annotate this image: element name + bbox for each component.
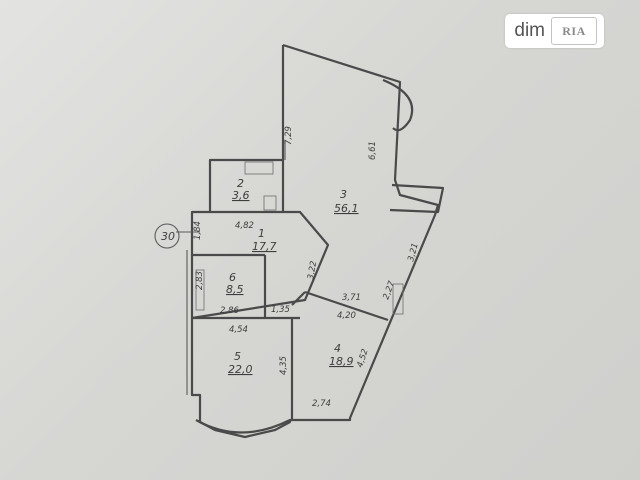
room-2-area: 3,6 <box>232 189 250 202</box>
fixture-bath <box>244 161 274 175</box>
room-4-area: 18,9 <box>329 355 354 368</box>
fixture-radiator <box>392 283 404 315</box>
ria-logo: RIA <box>551 17 597 45</box>
fixture-wc <box>263 195 277 211</box>
dim-right-4: 2,27 <box>381 279 397 301</box>
room-1-area: 17,7 <box>252 240 277 253</box>
dim-bottom-4: 2,74 <box>312 399 331 409</box>
room-1-number: 1 <box>258 227 265 240</box>
wall-1-3 <box>191 210 330 320</box>
wall-3-4 <box>304 290 389 322</box>
balcony-box <box>389 183 445 214</box>
wall-door-4 <box>291 291 306 306</box>
outer-wall <box>190 43 440 439</box>
room-6-number: 6 <box>229 271 236 284</box>
room-3-area: 56,1 <box>334 202 359 215</box>
bay-window <box>382 78 414 132</box>
dim-right-4b: 4,52 <box>355 348 370 369</box>
unit-marker-label: 30 <box>161 230 175 243</box>
room-3-number: 3 <box>340 188 347 201</box>
fixture-closet <box>195 269 205 311</box>
dim-diag-1: 3,22 <box>306 260 319 280</box>
dim-bottom-6: 2,86 <box>220 306 240 316</box>
room-5-number: 5 <box>234 350 241 363</box>
dim-door: 1,35 <box>271 305 290 315</box>
unit-marker-circle <box>154 223 180 249</box>
dim-mid-4: 4,20 <box>337 311 356 321</box>
dim-top-1: 4,82 <box>235 221 254 231</box>
dim-right-3: 6,61 <box>368 141 378 160</box>
dim-top-5: 4,54 <box>229 325 248 335</box>
room-6-area: 8,5 <box>226 283 244 296</box>
room-4-number: 4 <box>334 342 341 355</box>
room-2-number: 2 <box>237 177 244 190</box>
dim-top-4: 3,71 <box>342 293 361 303</box>
dim-left-6: 2,83 <box>195 271 205 290</box>
watermark-text: dim <box>514 20 545 41</box>
dim-left-1: 1,84 <box>193 221 203 240</box>
dim-right-5: 4,35 <box>279 356 289 375</box>
room-5-area: 22,0 <box>228 363 253 376</box>
dim-ria-watermark: dim RIA <box>505 14 604 48</box>
room5-bay <box>195 419 291 434</box>
dim-left-3: 7,29 <box>284 126 294 145</box>
dim-right-3b: 3,21 <box>406 242 421 263</box>
